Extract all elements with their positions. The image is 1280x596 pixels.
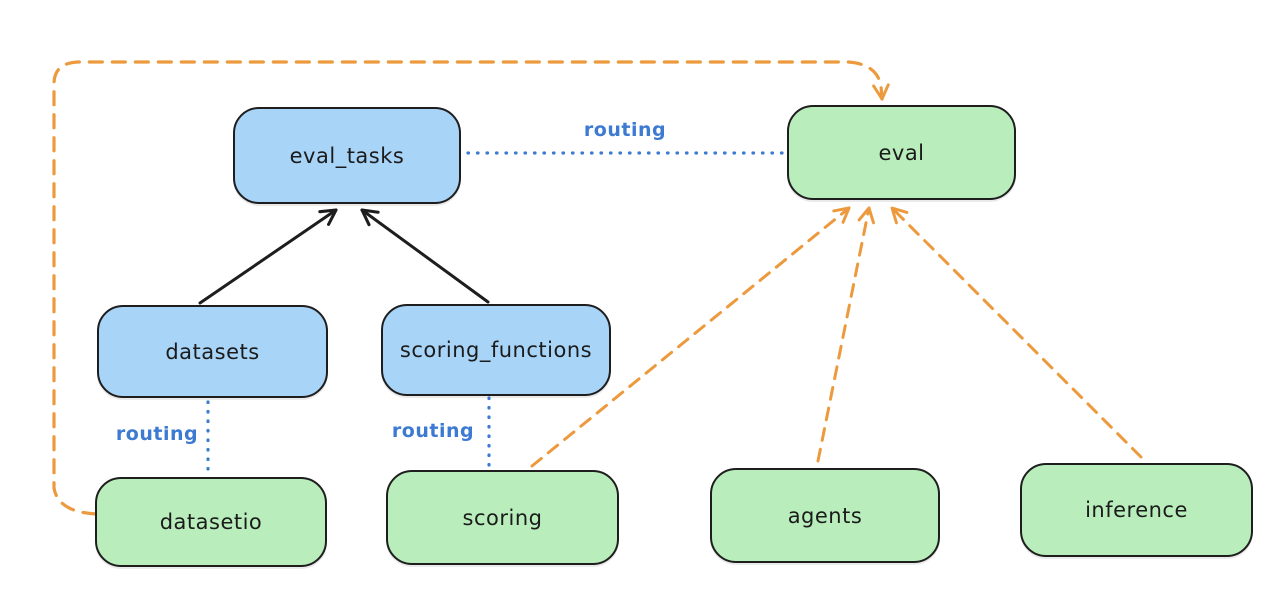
node-scoring-functions: scoring_functions [381, 304, 611, 396]
node-eval: eval [787, 105, 1016, 200]
node-inference-label: inference [1085, 498, 1188, 522]
node-inference: inference [1020, 463, 1253, 557]
edge-scoring_functions-to-eval_tasks [360, 208, 490, 304]
edge-agents-to-eval [816, 206, 875, 463]
node-datasets-label: datasets [165, 339, 260, 364]
node-eval-label: eval [878, 140, 925, 165]
node-agents: agents [710, 468, 940, 563]
routing-label-scoring_functions-scoring: routing [391, 420, 475, 442]
edge-datasetio-to-eval [52, 60, 890, 516]
routing-label-eval_tasks-eval: routing [583, 119, 667, 141]
routing-label-datasets-datasetio: routing [115, 423, 199, 445]
node-eval-tasks-label: eval_tasks [289, 143, 405, 168]
node-datasetio: datasetio [95, 477, 327, 567]
node-scoring-functions-label: scoring_functions [399, 338, 593, 362]
edge-inference-to-eval [890, 206, 1143, 459]
node-eval-tasks: eval_tasks [233, 107, 461, 204]
edge-datasets-to-eval_tasks [198, 208, 338, 305]
node-datasetio-label: datasetio [159, 510, 263, 534]
node-scoring-label: scoring [462, 505, 543, 530]
node-scoring: scoring [386, 470, 619, 565]
node-datasets: datasets [97, 305, 328, 398]
node-agents-label: agents [787, 503, 863, 528]
